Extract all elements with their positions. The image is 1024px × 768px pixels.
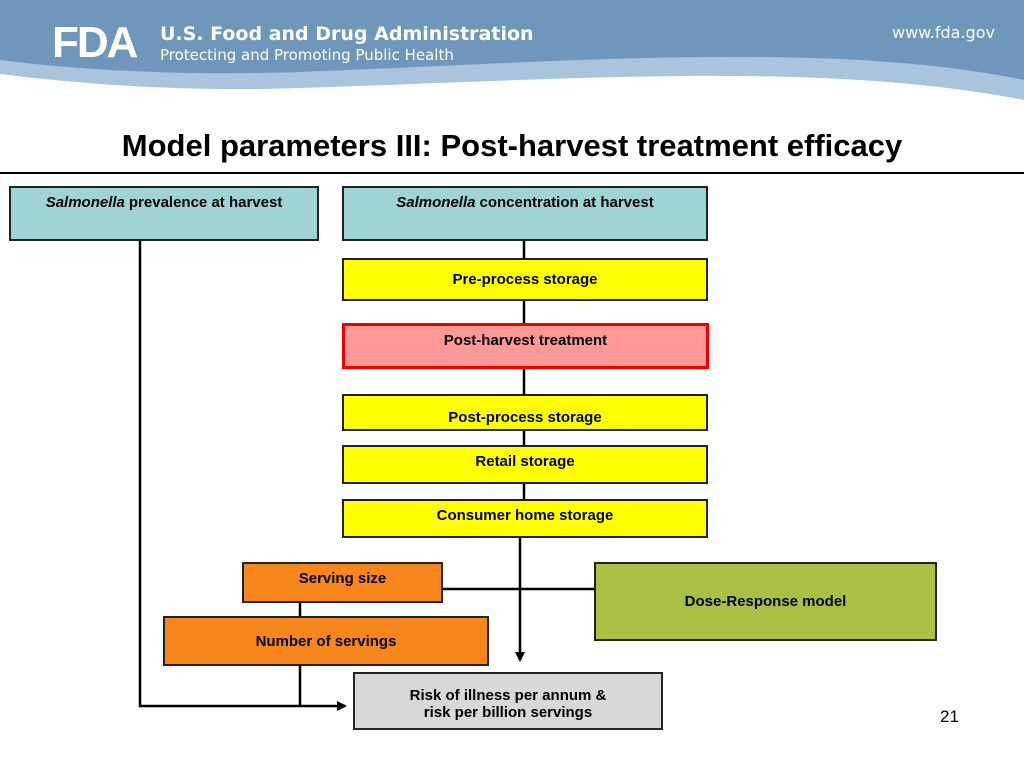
serving-size-box: Serving size <box>242 562 443 603</box>
concentration-organism: Salmonella <box>396 194 476 211</box>
dose-response-box: Dose-Response model <box>594 562 937 641</box>
consumer-home-storage-box: Consumer home storage <box>342 499 708 538</box>
fda-logo: FDA <box>52 18 138 67</box>
header-banner: FDA U.S. Food and Drug Administration Pr… <box>0 0 1024 110</box>
prevalence-organism: Salmonella <box>45 194 125 211</box>
post-harvest-treatment-label: Post-harvest treatment <box>443 332 608 349</box>
risk-output-box: Risk of illness per annum & risk per bil… <box>353 672 663 730</box>
prevalence-box: Salmonella prevalence at harvest <box>9 186 319 241</box>
agency-tagline: Protecting and Promoting Public Health <box>160 46 454 64</box>
post-process-storage-box: Post-process storage <box>342 394 708 431</box>
number-of-servings-label: Number of servings <box>255 632 397 650</box>
arrow-prevalence-risk <box>138 240 347 711</box>
concentration-label: concentration at harvest <box>479 194 654 211</box>
pre-process-storage-label: Pre-process storage <box>452 271 598 288</box>
retail-storage-label: Retail storage <box>475 453 575 470</box>
prevalence-label: prevalence at harvest <box>128 194 283 211</box>
concentration-box: Salmonella concentration at harvest <box>342 186 708 241</box>
pre-process-storage-box: Pre-process storage <box>342 258 708 301</box>
risk-label-line1: Risk of illness per annum & <box>409 687 607 704</box>
dose-response-label: Dose-Response model <box>684 593 847 610</box>
header-background <box>0 0 1024 100</box>
agency-name: U.S. Food and Drug Administration <box>160 23 534 45</box>
number-of-servings-box: Number of servings <box>163 616 489 666</box>
serving-size-label: Serving size <box>298 570 387 587</box>
page-number: 21 <box>940 707 959 726</box>
post-harvest-treatment-box: Post-harvest treatment <box>342 323 709 369</box>
risk-label-line2: risk per billion servings <box>423 704 593 721</box>
title-divider <box>0 172 1024 174</box>
retail-storage-box: Retail storage <box>342 445 708 484</box>
consumer-home-storage-label: Consumer home storage <box>436 507 614 524</box>
post-process-storage-label: Post-process storage <box>448 409 602 426</box>
slide-title: Model parameters III: Post-harvest treat… <box>121 128 903 163</box>
website-link[interactable]: www.fda.gov <box>892 23 995 42</box>
